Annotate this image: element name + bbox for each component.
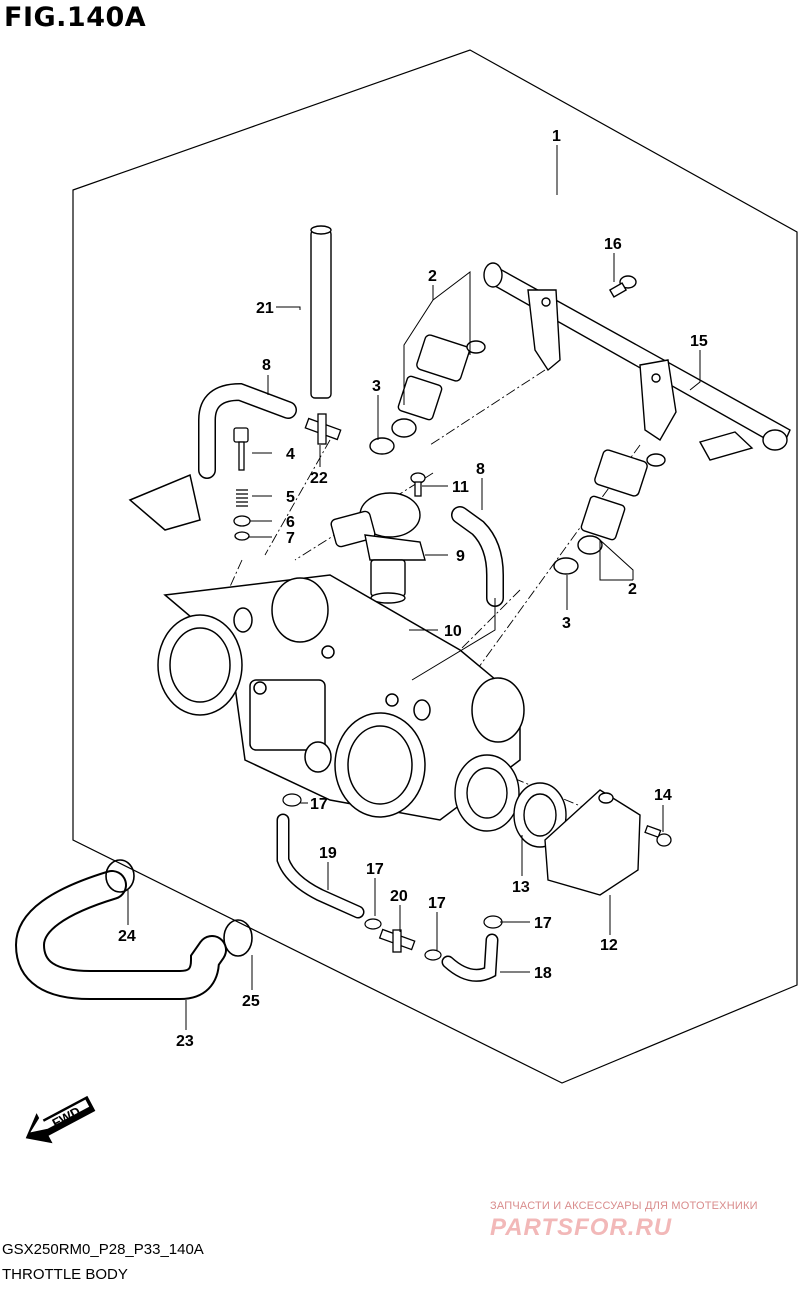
watermark-logo: PARTSFOR.RU: [490, 1214, 673, 1241]
callout-10: 10: [444, 623, 462, 640]
callout-2-lower: 2: [628, 581, 637, 598]
throttle-body: [128, 473, 525, 821]
callout-24: 24: [118, 928, 136, 945]
callout-21: 21: [256, 300, 274, 317]
bolt-14: [644, 824, 672, 847]
callout-11: 11: [452, 479, 469, 496]
callout-25: 25: [242, 993, 260, 1010]
joint-20: [378, 928, 416, 953]
callout-2-upper: 2: [428, 268, 437, 285]
callout-8-left: 8: [262, 357, 271, 374]
clip-17: [282, 793, 503, 961]
callout-3-upper: 3: [372, 378, 381, 395]
callout-5: 5: [286, 489, 295, 506]
screw-11: [410, 472, 426, 497]
callout-17-b: 17: [366, 861, 384, 878]
callout-15: 15: [690, 333, 708, 350]
bolt-16: [608, 275, 637, 298]
callout-23: 23: [176, 1033, 194, 1050]
callout-9: 9: [456, 548, 465, 565]
callout-17-c: 17: [428, 895, 446, 912]
fwd-arrow-icon: FWD: [25, 1095, 96, 1144]
callout-16: 16: [604, 236, 622, 253]
hose-clamp: [105, 859, 253, 957]
watermark-tagline: ЗАПЧАСТИ И АКСЕССУАРЫ ДЛЯ МОТОТЕХНИКИ: [490, 1200, 758, 1212]
callout-12: 12: [600, 937, 618, 954]
callout-14: 14: [654, 787, 672, 804]
screw-spring-washer-set: [233, 427, 251, 541]
callout-8-right: 8: [476, 461, 485, 478]
vacuum-hose-21: [310, 225, 332, 399]
throttle-position-sensor: [330, 492, 426, 604]
footer-figure-name: THROTTLE BODY: [2, 1266, 128, 1283]
callout-13: 13: [512, 879, 530, 896]
joint-22: [304, 413, 342, 445]
callout-1: 1: [552, 128, 561, 145]
figure-title: FIG.140A: [4, 2, 147, 33]
injector-cushion: [369, 437, 579, 575]
callout-17-d: 17: [534, 915, 552, 932]
callout-4: 4: [286, 446, 295, 463]
callout-17-a: 17: [310, 796, 328, 813]
idle-speed-housing: [454, 754, 641, 896]
fuel-injector-upper: [391, 334, 486, 438]
callout-leaders: [127, 145, 701, 1030]
callout-18: 18: [534, 965, 552, 982]
fuel-rail: [483, 262, 791, 461]
assembly-outline: [72, 49, 798, 1084]
callout-labels: 1 2 2 3 3 4 5 6 7 8 8 9 10 11 12 13 14 1…: [118, 128, 708, 1050]
callout-19: 19: [319, 845, 337, 862]
callout-20: 20: [390, 888, 408, 905]
callout-6: 6: [286, 514, 295, 531]
footer-figure-code: GSX250RM0_P28_P33_140A: [2, 1241, 204, 1258]
callout-3-lower: 3: [562, 615, 571, 632]
fuel-injector-lower: [577, 449, 666, 555]
callout-7: 7: [286, 530, 295, 547]
callout-22: 22: [310, 470, 328, 487]
fwd-label: FWD: [50, 1104, 83, 1131]
